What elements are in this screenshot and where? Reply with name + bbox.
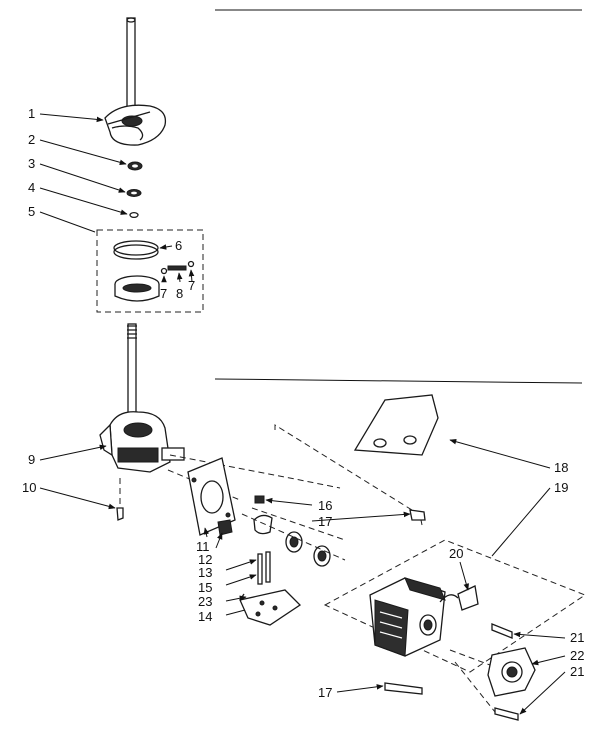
part-14-bracket	[239, 589, 302, 626]
part-18-gasket	[353, 394, 439, 456]
part-6-clutch-spring	[113, 240, 159, 260]
part-10-bolt	[116, 478, 124, 521]
callout-7a: 7	[160, 286, 167, 301]
callout-9: 9	[28, 452, 35, 467]
callout-23: 23	[198, 594, 212, 609]
callout-8: 8	[176, 286, 183, 301]
callout-13: 13	[198, 565, 212, 580]
part-13-screws	[257, 551, 271, 585]
callout-16: 16	[318, 498, 332, 513]
assembly-line-e	[449, 649, 491, 666]
callout-21-upper: 21	[570, 630, 584, 645]
callout-17-upper: 17	[318, 514, 332, 529]
callout-15: 15	[198, 580, 212, 595]
callout-14: 14	[198, 609, 212, 624]
part-19-motor-group-box	[323, 539, 587, 673]
callout-12: 12	[198, 552, 212, 567]
callout-17-lower: 17	[318, 685, 332, 700]
upper-shaft	[126, 17, 136, 119]
callout-18: 18	[554, 460, 568, 475]
callout-11: 11	[196, 539, 210, 554]
callout-3: 3	[28, 156, 35, 171]
callout-7b: 7	[188, 278, 195, 293]
part-4-ring	[129, 211, 139, 219]
part-22-fan-cover	[487, 647, 536, 697]
part-7-8-small-parts	[160, 260, 195, 275]
lower-shaft	[127, 323, 137, 420]
leader-lines	[39, 113, 566, 715]
part-3-washer	[126, 189, 142, 197]
callout-21-lower: 21	[570, 664, 584, 679]
callout-20: 20	[449, 546, 463, 561]
callout-2: 2	[28, 132, 35, 147]
part-5-clutch-drum	[114, 275, 160, 302]
callout-10: 10	[22, 480, 36, 495]
assembly-line-f	[454, 661, 496, 713]
callout-6: 6	[175, 238, 182, 253]
part-12-nut	[217, 519, 233, 536]
assembly-line-c	[241, 513, 346, 561]
part-21-clip-upper	[491, 623, 513, 639]
coupling-disc-a	[285, 531, 303, 553]
pump-plate	[187, 457, 236, 536]
callout-19: 19	[554, 480, 568, 495]
part-21-clip-lower	[494, 707, 519, 721]
part-17-rod-upper	[409, 509, 426, 521]
assembly-line-d	[251, 507, 346, 541]
part-1-cam	[104, 104, 167, 146]
callout-5: 5	[28, 204, 35, 219]
part-16-coupling	[253, 495, 273, 535]
part-19-motor	[369, 577, 446, 657]
callout-1: 1	[28, 106, 35, 121]
middle-separator-line	[214, 378, 583, 384]
part-2-bearing	[127, 161, 143, 171]
part-17-rod-lower	[384, 682, 423, 695]
callout-22: 22	[570, 648, 584, 663]
part-5-group-box	[96, 229, 204, 313]
callout-4: 4	[28, 180, 35, 195]
part-9-gearcase	[99, 411, 185, 473]
coupling-disc-b	[313, 545, 331, 567]
part-20-switch	[439, 585, 479, 611]
